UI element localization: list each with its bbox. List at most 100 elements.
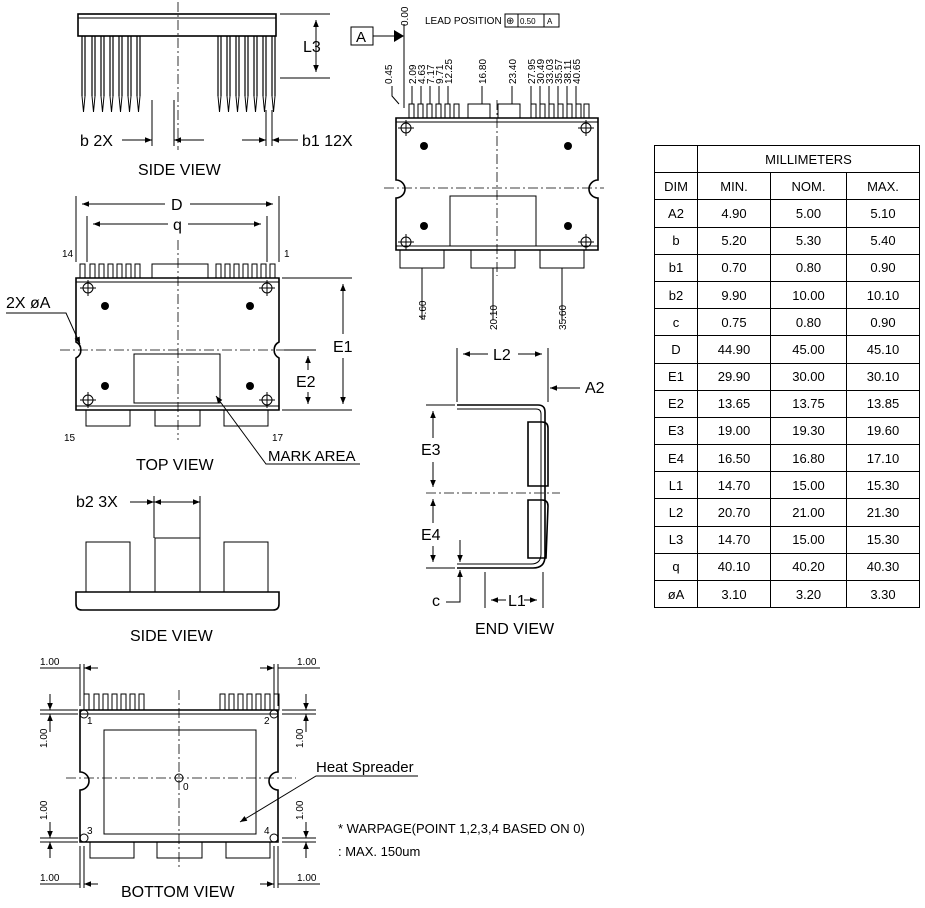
table-group-header: MILLIMETERS	[697, 144, 920, 174]
dim-symbol-cell: L3	[654, 525, 698, 554]
pin-17-label: 17	[272, 433, 284, 444]
dim-value-cell: 15.00	[770, 471, 847, 500]
dim-value-cell: 10.10	[846, 280, 920, 310]
dim-value-cell: 5.10	[846, 199, 920, 228]
dim-value-cell: 0.70	[697, 253, 771, 282]
dim-e3-label: E3	[421, 442, 441, 459]
dim-symbol-cell: b	[654, 226, 698, 255]
lead-zero-label: 0.00	[400, 6, 411, 26]
top-view-title: TOP VIEW	[136, 457, 215, 474]
dim-value-cell: 13.75	[770, 389, 847, 418]
dim-value-cell: 0.75	[697, 308, 771, 337]
lead-top-value: 2.09	[408, 64, 419, 84]
point-0-label: 0	[183, 782, 189, 793]
column-header-max: MAX.	[846, 172, 920, 201]
dim-l1-label: L1	[508, 593, 526, 610]
dim-value-cell: 19.00	[697, 416, 771, 446]
dim-value-cell: 15.30	[846, 471, 920, 500]
dim-value-cell: 14.70	[697, 471, 771, 500]
side-view-top: L3 b 2X b1 12X SIDE VIEW	[77, 2, 353, 179]
dim-value-cell: 3.10	[697, 579, 771, 609]
dim-symbol-cell: D	[654, 335, 698, 364]
lead-bottom-35-60: 35.60	[558, 305, 569, 330]
dim-b2-label: b2 3X	[76, 494, 118, 511]
dim-symbol-cell: E2	[654, 389, 698, 418]
dim-value-cell: 19.60	[846, 416, 920, 446]
dim-1-00-left-upper: 1.00	[39, 728, 50, 748]
tolerance-value: 0.50	[520, 17, 536, 26]
dim-value-cell: 4.90	[697, 199, 771, 228]
dim-1-00-bottom-right: 1.00	[297, 873, 317, 884]
column-header-dim: DIM	[654, 172, 698, 201]
lead-top-value: 23.40	[508, 59, 519, 84]
heat-spreader-label: Heat Spreader	[316, 759, 414, 776]
dim-value-cell: 0.90	[846, 308, 920, 337]
lead-bottom-4-60: 4.60	[418, 300, 429, 320]
pin-1-label: 1	[284, 249, 290, 260]
lead-top-value: 4.63	[417, 64, 428, 84]
lead-bottom-20-10: 20.10	[489, 305, 500, 330]
side-view-top-title: SIDE VIEW	[138, 162, 222, 179]
dim-value-cell: 9.90	[697, 280, 771, 310]
dim-value-cell: 44.90	[697, 335, 771, 364]
dim-value-cell: 16.80	[770, 444, 847, 473]
dim-1-00-bottom-left: 1.00	[40, 873, 60, 884]
side-view-bottom-title: SIDE VIEW	[130, 628, 214, 645]
dim-c-label: c	[432, 593, 440, 610]
dim-symbol-cell: L1	[654, 471, 698, 500]
dim-value-cell: 17.10	[846, 444, 920, 473]
dim-value-cell: 40.10	[697, 552, 771, 582]
dim-e2-label: E2	[296, 374, 316, 391]
dim-symbol-cell: q	[654, 552, 698, 582]
end-view: L2 A2 E3 E4 c L1 END VIEW	[421, 347, 605, 638]
mark-area-label: MARK AREA	[268, 448, 356, 465]
dim-value-cell: 40.30	[846, 552, 920, 582]
dim-value-cell: 13.85	[846, 389, 920, 418]
dim-value-cell: 0.90	[846, 253, 920, 282]
lead-top-value: 27.95	[527, 59, 538, 84]
dim-a2-label: A2	[585, 380, 605, 397]
dim-symbol-cell: b1	[654, 253, 698, 282]
dim-b-label: b 2X	[80, 133, 113, 150]
dim-value-cell: 15.30	[846, 525, 920, 554]
dim-value-cell: 21.00	[770, 498, 847, 527]
lead-top-value: 7.17	[426, 64, 437, 84]
dim-1-00-right-upper: 1.00	[295, 728, 306, 748]
hole-label: 2X øA	[6, 295, 51, 312]
dim-value-cell: 0.80	[770, 253, 847, 282]
dim-value-cell: 40.20	[770, 552, 847, 582]
pin-15-label: 15	[64, 433, 76, 444]
column-header-min: MIN.	[697, 172, 771, 201]
lead-top-value: 9.71	[435, 64, 446, 84]
table-corner-cell	[654, 144, 698, 174]
dim-l2-label: L2	[493, 347, 511, 364]
dim-value-cell: 0.80	[770, 308, 847, 337]
dim-value-cell: 29.90	[697, 362, 771, 391]
dim-symbol-cell: E4	[654, 444, 698, 473]
dim-value-cell: 5.30	[770, 226, 847, 255]
warpage-note-line2: : MAX. 150um	[338, 844, 420, 859]
lead-top-value: 33.03	[545, 59, 556, 84]
dim-q-label: q	[173, 217, 182, 234]
pin-14-label: 14	[62, 249, 74, 260]
dim-symbol-cell: øA	[654, 579, 698, 609]
dim-symbol-cell: A2	[654, 199, 698, 228]
top-view: D q 14 1 E1	[6, 196, 360, 474]
lead-top-value: 16.80	[478, 59, 489, 84]
dim-value-cell: 45.00	[770, 335, 847, 364]
table-header-row: DIM MIN. NOM. MAX.	[654, 172, 920, 201]
dim-value-cell: 5.40	[846, 226, 920, 255]
